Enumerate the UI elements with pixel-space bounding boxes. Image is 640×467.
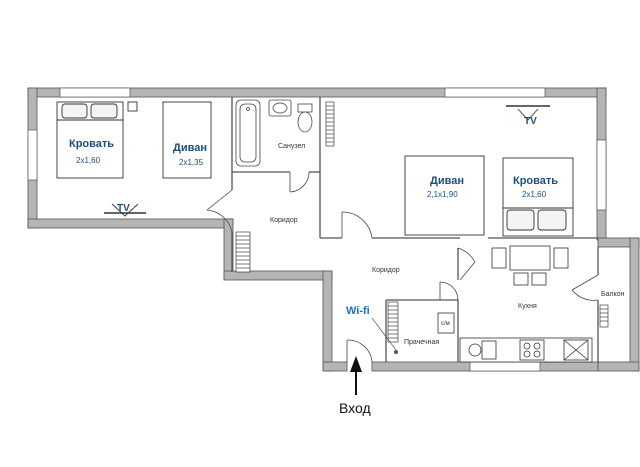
sofa-left-icon <box>162 101 212 179</box>
label-bathroom: Санузел <box>278 143 305 150</box>
bedroom-left-furniture <box>56 101 212 217</box>
toilet-icon <box>297 103 313 113</box>
nightstand-icon <box>127 101 138 112</box>
label-bed-left-size: 2x1,60 <box>76 156 101 165</box>
wifi-pointer <box>371 317 397 351</box>
label-washer: с/м <box>441 321 450 327</box>
entrance-arrow-icon <box>350 356 362 395</box>
label-corridor-lower: Коридор <box>372 267 400 274</box>
label-bed-right: Кровать <box>513 175 558 187</box>
label-sofa-left: Диван <box>173 142 207 154</box>
wifi-point-icon <box>394 350 398 354</box>
radiators <box>235 101 609 343</box>
label-sofa-right: Диван <box>430 175 464 187</box>
doors <box>206 171 599 363</box>
sink-kitchen-icon <box>481 340 497 360</box>
label-corridor-upper: Коридор <box>270 217 298 224</box>
label-tv-left: TV <box>117 203 130 214</box>
label-bed-left: Кровать <box>69 138 114 150</box>
kitchen-furniture <box>437 245 593 363</box>
windows <box>27 87 607 372</box>
label-sofa-left-size: 2x1,35 <box>179 158 204 167</box>
big-room-furniture <box>404 105 574 237</box>
bathroom-fixtures <box>235 99 313 167</box>
washer-icon <box>437 312 455 334</box>
label-sofa-right-size: 2,1x1,90 <box>427 190 458 199</box>
label-kitchen: Кухня <box>518 303 537 310</box>
label-balcony: Балкон <box>601 291 625 298</box>
label-wifi: Wi-fi <box>346 305 370 317</box>
label-bed-right-size: 2x1,60 <box>522 190 547 199</box>
stove-icon <box>519 339 545 361</box>
sofa-right-icon <box>404 155 485 236</box>
label-entrance: Вход <box>339 400 371 416</box>
inner-walls <box>231 97 599 362</box>
label-tv-right: TV <box>524 116 537 127</box>
label-laundry: Прачечная <box>404 339 439 346</box>
dining-table-icon <box>509 245 551 271</box>
